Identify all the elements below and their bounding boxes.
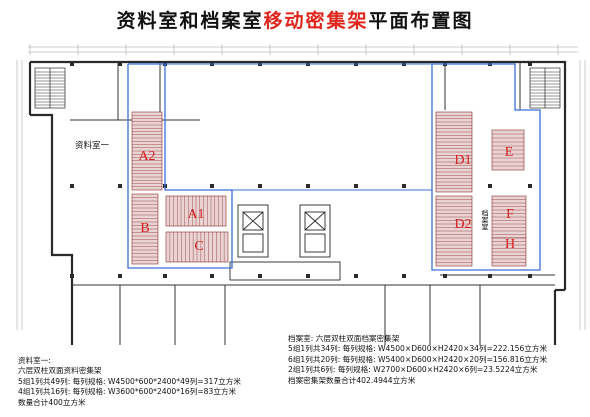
spec-line: 资料室一: (18, 356, 51, 365)
stairwell-left (34, 67, 66, 109)
zone-label-h: H (505, 237, 515, 252)
column (306, 184, 310, 188)
zone-label-c: C (194, 239, 203, 254)
spec-line: 数量合计400立方米 (18, 397, 86, 407)
spec-line: 4组1列共16列: 每列规格: W3600*600*2400*16列=83立方米 (18, 387, 237, 397)
spec-line: 6组1列共20列: 每列规格: W5400×D600×H2420×20列=156… (288, 354, 548, 364)
title-suffix: 平面布置图 (368, 10, 474, 32)
spec-line: 档案密集架数量合计402.4944立方米 (288, 375, 416, 385)
zone-label-f: F (506, 207, 514, 222)
column (258, 274, 262, 278)
page-title: 资料室和档案室移动密集架平面布置图 (0, 6, 590, 33)
hall-outline (165, 63, 432, 191)
zone-label-b: B (140, 221, 149, 236)
zone-label-d2: D2 (454, 217, 471, 232)
spec-line: 六层双柱双面资料密集架 (18, 366, 102, 376)
room-label-dangan: 档案室 (481, 209, 489, 231)
column (528, 184, 532, 188)
column (258, 184, 262, 188)
column (306, 274, 310, 278)
zone-labels: A2 A1 B C D1 D2 E F H (138, 145, 515, 254)
spec-notes-dangan: 档案室: 六层双柱双面档案密集架 5组1列共34列: 每列规格: W4500×D… (288, 334, 547, 386)
title-prefix: 资料室和档案室 (116, 10, 264, 32)
stair-treads-left (35, 71, 65, 106)
spec-line: 5组1列共34列: 每列规格: W4500×D600×H2420×34列=222… (288, 344, 548, 354)
column (210, 184, 214, 188)
zone-label-e: E (505, 145, 514, 160)
spec-notes-ziliao: 资料室一: 六层双柱双面资料密集架 5组1列共49列: 每列规格: W4500*… (18, 356, 241, 408)
column (210, 274, 214, 278)
zone-label-a2: A2 (138, 149, 155, 164)
column (354, 184, 358, 188)
zone-outline-dangan (431, 63, 541, 271)
column (118, 274, 122, 278)
column (118, 62, 122, 66)
building-walls (28, 60, 567, 345)
column (528, 274, 532, 278)
column (402, 274, 406, 278)
spec-line: 5组1列共49列: 每列规格: W4500*600*2400*49列=317立方… (18, 376, 241, 386)
dimension-lines (16, 46, 586, 330)
zone-label-d1: D1 (454, 153, 471, 168)
column (402, 184, 406, 188)
column (70, 62, 74, 66)
title-highlight: 移动密集架 (263, 10, 369, 32)
column (443, 274, 447, 278)
elevator-core (229, 204, 341, 281)
column (118, 184, 122, 188)
column (488, 274, 492, 278)
grid-ticks (29, 44, 559, 55)
shelving-blocks (131, 111, 527, 267)
room-label-ziliao: 资料室一 (75, 140, 110, 151)
column (70, 274, 74, 278)
stairwell-right (529, 67, 561, 109)
column (488, 184, 492, 188)
column (163, 274, 167, 278)
spec-line: 档案室: 六层双柱双面档案密集架 (288, 334, 400, 343)
column (70, 184, 74, 188)
zone-label-a1: A1 (187, 207, 204, 222)
column (528, 62, 532, 66)
column (354, 274, 358, 278)
stair-treads-right (530, 71, 560, 106)
spec-line: 2组1列共6列: 每列规格: W2700×D600×H2420×6列=23.52… (288, 365, 538, 375)
